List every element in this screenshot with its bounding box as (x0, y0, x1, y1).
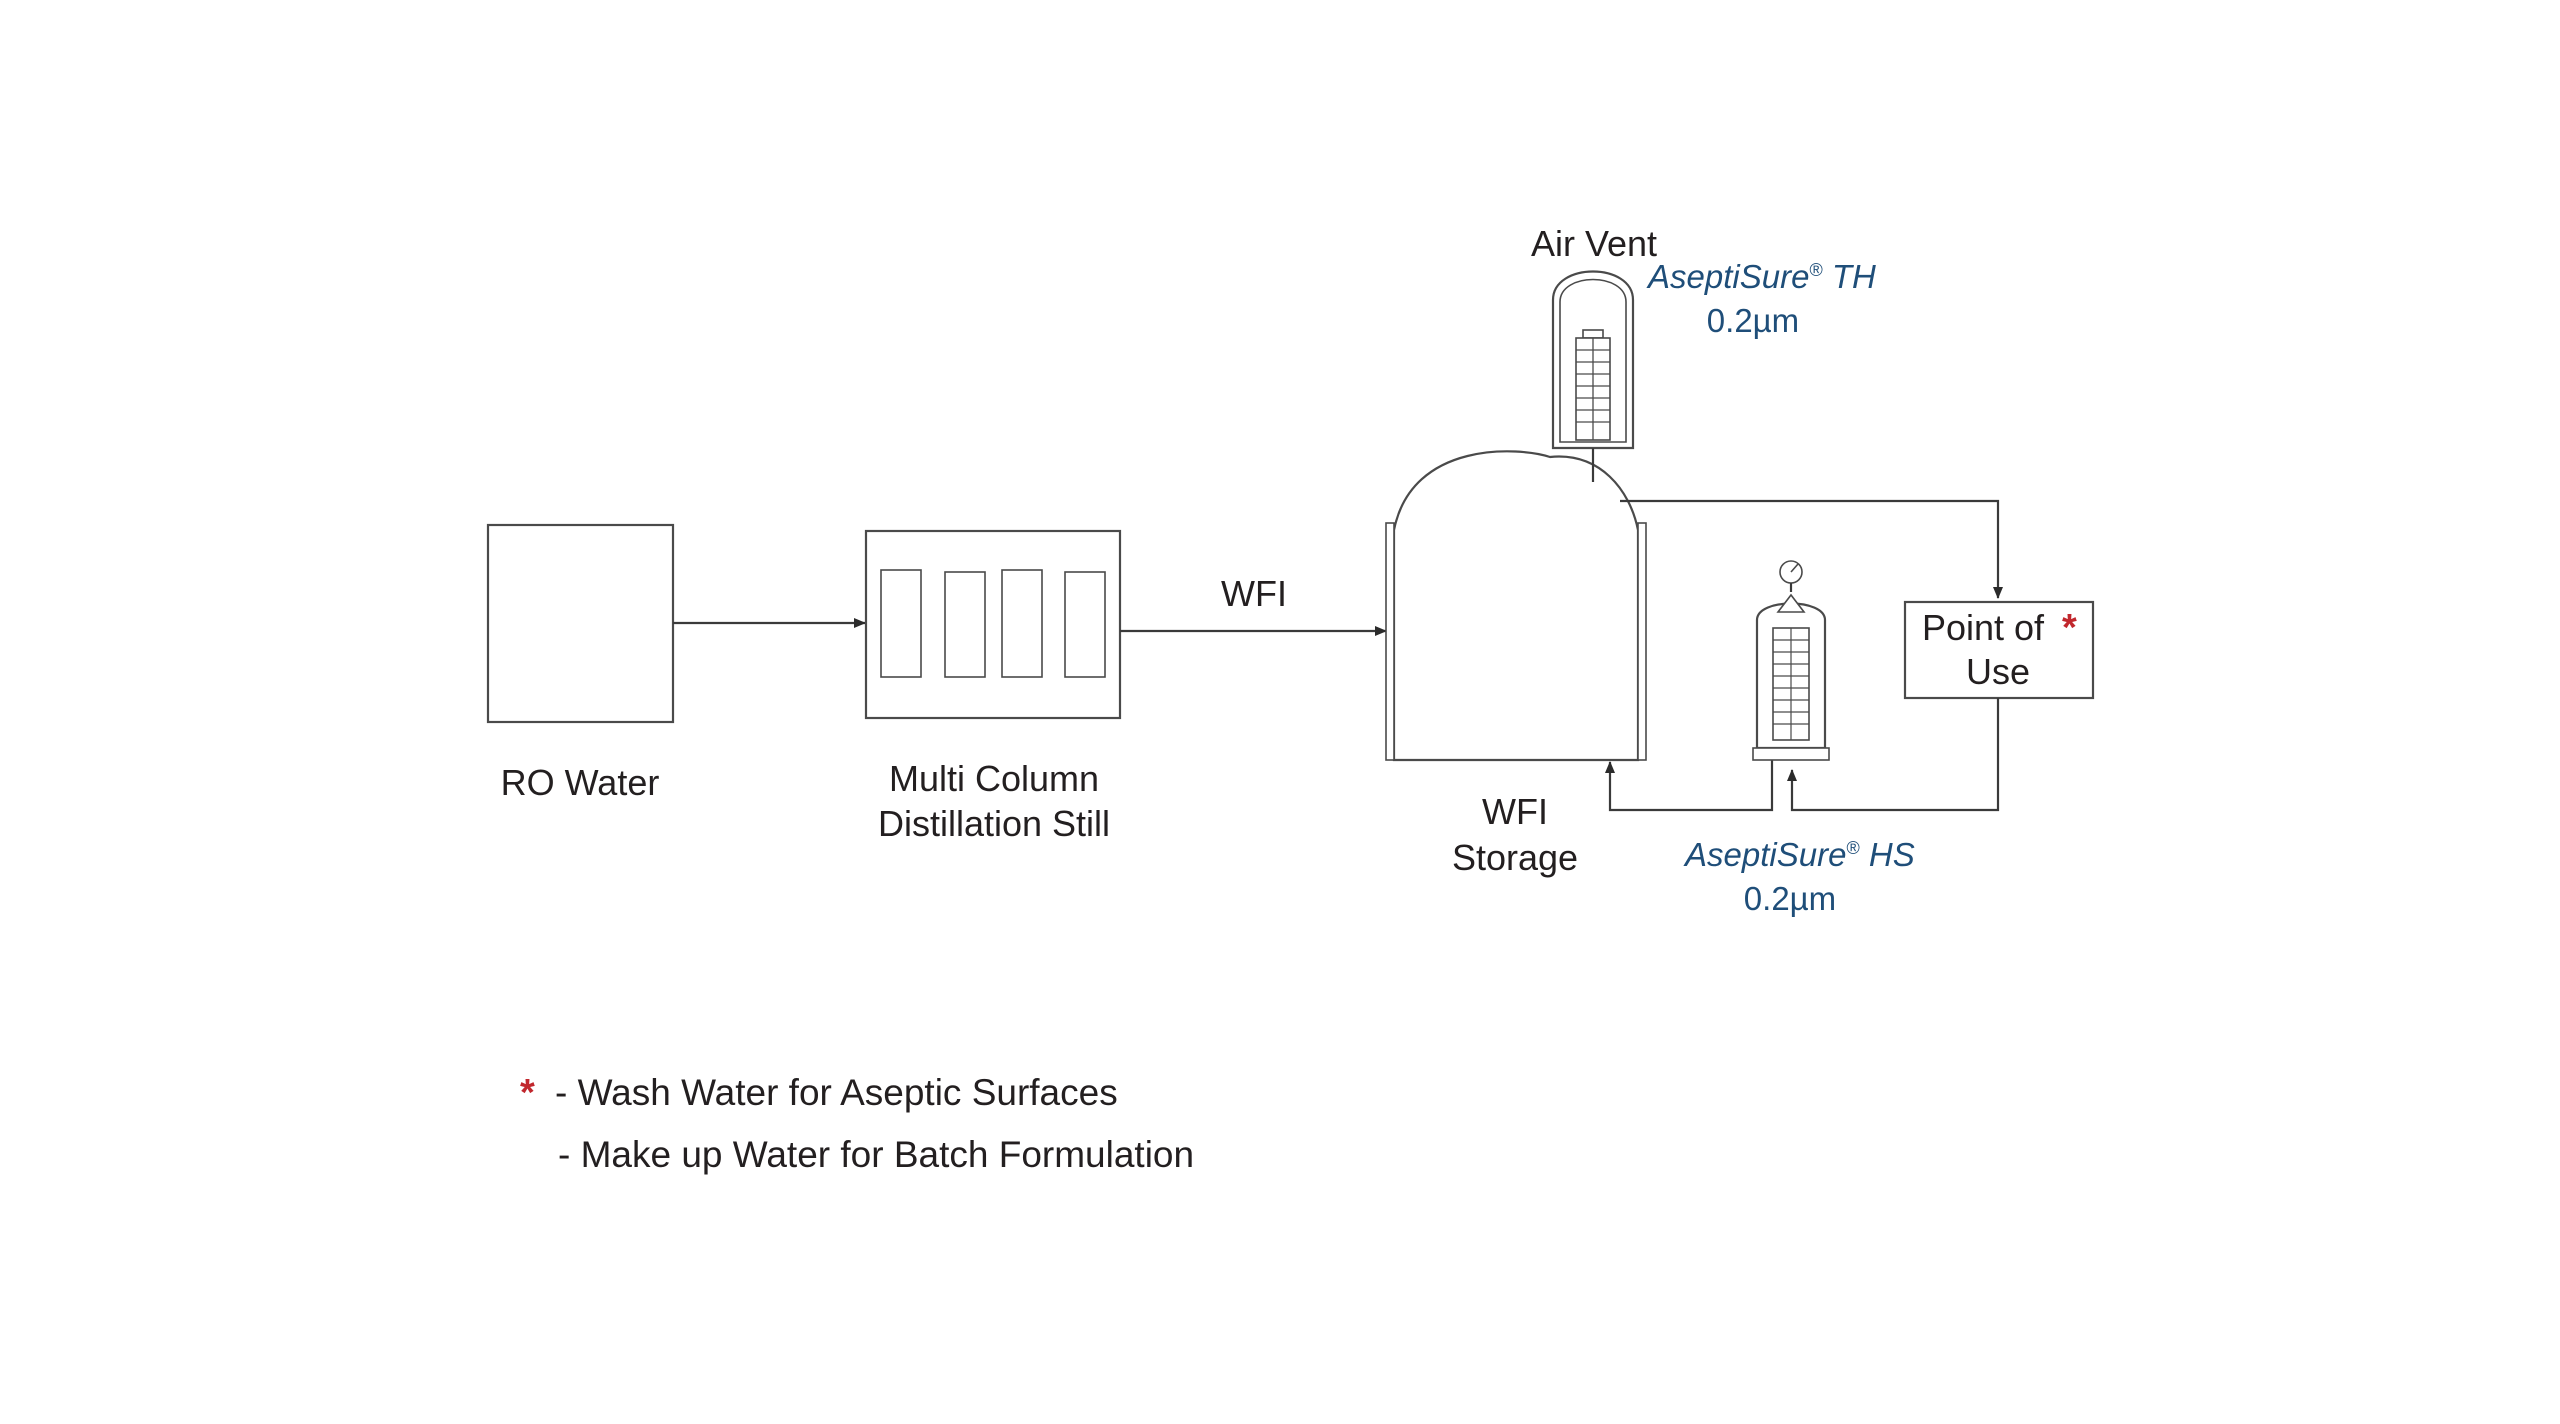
footnote-marker: * (520, 1072, 535, 1114)
distillation-label-line2: Distillation Still (878, 803, 1110, 844)
footnotes: * - Wash Water for Aseptic Surfaces - Ma… (520, 1072, 1194, 1175)
point-of-use-box (1903, 600, 2095, 700)
still-column-1 (880, 569, 922, 678)
wfi-storage-label-line2: Storage (1452, 837, 1578, 878)
air-vent-filter: Air Vent AseptiSure® TH 0.2µm (1531, 223, 1876, 482)
loop-filter-pleats (1773, 628, 1809, 740)
footnote-item-1: - Wash Water for Aseptic Surfaces (555, 1072, 1118, 1113)
loop-filter-dome (1776, 593, 1806, 613)
return-loop-line (1787, 698, 2000, 812)
wfi-storage-label-line1: WFI (1482, 791, 1548, 832)
ro-water-label: RO Water (501, 762, 660, 803)
point-of-use-label-line2: Use (1966, 651, 2030, 692)
vent-filter-pleats (1576, 338, 1610, 440)
distillation-still-node: Multi Column Distillation Still (864, 529, 1122, 844)
point-of-use-node: Point of * Use (1903, 600, 2095, 700)
storage-tank-body (1392, 450, 1640, 762)
loop-filter-rating: 0.2µm (1744, 880, 1836, 917)
still-column-3 (1001, 569, 1043, 678)
storage-tank-jacket-right (1637, 522, 1647, 761)
flow-line-storage-to-point-of-use (1620, 499, 2003, 599)
still-column-4 (1064, 571, 1106, 678)
pressure-gauge-needle (1790, 563, 1799, 573)
ro-water-node: RO Water (486, 523, 675, 803)
wfi-flow-label: WFI (1221, 573, 1287, 614)
footnote-item-2: - Make up Water for Batch Formulation (558, 1134, 1194, 1175)
air-vent-label: Air Vent (1531, 223, 1657, 264)
wfi-storage-tank: WFI Storage (1385, 450, 1647, 878)
point-of-use-marker: * (2062, 607, 2077, 649)
loop-filter: AseptiSure® HS 0.2µm (1683, 560, 1915, 917)
point-of-use-label-line1: Point of (1922, 607, 2045, 648)
loop-filter-base (1752, 747, 1830, 761)
vent-filter-brand: AseptiSure® TH (1646, 258, 1876, 295)
loop-filter-brand: AseptiSure® HS (1683, 836, 1915, 873)
return-to-storage-line (1605, 760, 1774, 812)
vent-filter-cap (1582, 329, 1604, 339)
distillation-label-line1: Multi Column (889, 758, 1099, 799)
vent-filter-rating: 0.2µm (1707, 302, 1799, 339)
still-column-2 (944, 571, 986, 678)
storage-tank-jacket-left (1385, 522, 1395, 761)
ro-water-box (486, 523, 675, 724)
